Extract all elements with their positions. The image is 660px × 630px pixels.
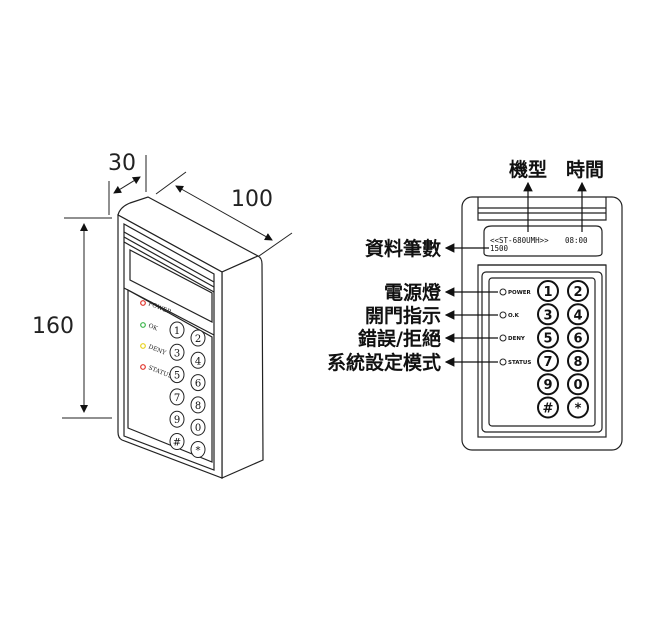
depth-label: 30 [108,151,136,176]
key-1[interactable]: 1 [537,280,559,302]
iso-key-label: * [196,446,201,457]
iso-key-label: 3 [174,348,180,359]
key-8[interactable]: 8 [567,349,589,372]
callout-arrows [444,181,587,367]
width-arrow [175,185,273,241]
iso-key-star: * [190,441,206,458]
iso-key-3: 3 [169,343,185,361]
callout-error-deny: 錯誤/拒絕 [358,327,441,350]
key-label: 8 [573,355,582,370]
callout-door-open: 開門指示 [365,305,441,327]
key-label: 7 [543,355,552,370]
led-label-ok: O.K [508,313,520,319]
callout-power-light: 電源燈 [384,281,442,304]
iso-key-hash: # [169,433,185,450]
key-9[interactable]: 9 [537,373,559,396]
key-label: 2 [573,285,582,300]
dimension-lines [62,155,293,419]
key-label: 6 [573,332,582,347]
depth-arrow [113,176,141,194]
key-5[interactable]: 5 [537,326,559,349]
front-leds [499,288,507,366]
iso-key-label: 5 [174,371,180,382]
key-label: 0 [573,378,582,393]
iso-key-5: 5 [169,366,185,384]
led-label-status: STATUS [508,360,531,366]
iso-key-label: 1 [174,326,180,337]
callout-system-setup: 系統設定模式 [327,351,441,374]
iso-key-2: 2 [190,329,206,347]
device-side-face [221,255,264,479]
lcd-count: 1500 [490,244,509,253]
led-label-deny: DENY [508,336,526,342]
key-0[interactable]: 0 [567,373,589,396]
key-label: 1 [543,285,552,300]
height-label: 160 [32,314,74,339]
key-7[interactable]: 7 [537,349,559,372]
key-label: # [543,402,554,417]
iso-key-6: 6 [190,374,206,392]
key-label: 3 [543,308,552,323]
key-label: 9 [543,378,552,393]
callout-model: 機型 [509,158,547,181]
isometric-device [117,196,264,479]
iso-key-label: 6 [195,379,201,390]
key-2[interactable]: 2 [567,280,589,302]
iso-key-1: 1 [169,321,185,339]
iso-key-label: 2 [195,334,201,345]
iso-key-label: # [173,438,181,449]
key-6[interactable]: 6 [567,326,589,349]
iso-key-label: 4 [195,356,201,367]
lcd-time: 08:00 [565,236,588,245]
iso-key-label: 8 [195,401,201,412]
callout-record-count: 資料筆數 [365,237,441,260]
iso-key-4: 4 [190,351,206,369]
iso-key-7: 7 [169,388,185,406]
key-label: 4 [573,308,582,323]
key-label: * [575,402,582,417]
svg-text:OK: OK [147,322,159,332]
width-label: 100 [231,187,273,212]
iso-key-8: 8 [190,396,206,414]
key-4[interactable]: 4 [567,303,589,326]
key-hash[interactable]: # [537,396,559,419]
key-label: 5 [543,332,552,347]
iso-key-9: 9 [169,410,185,428]
iso-key-label: 0 [195,423,201,434]
callout-time: 時間 [566,159,604,181]
front-keys: 1 2 3 4 5 6 7 8 9 0 # * [537,280,589,419]
iso-led-ok: OK [140,322,159,333]
lcd-display [483,225,603,257]
iso-key-0: 0 [190,418,206,436]
lcd-model: <<ST-680UMH>> [490,236,549,245]
iso-key-label: 7 [174,393,180,404]
key-3[interactable]: 3 [537,303,559,326]
key-star[interactable]: * [567,396,589,419]
iso-key-label: 9 [174,415,180,426]
isometric-keys: 1 2 3 4 5 6 7 8 9 0 # * [169,321,206,458]
led-label-power: POWER [508,290,532,296]
